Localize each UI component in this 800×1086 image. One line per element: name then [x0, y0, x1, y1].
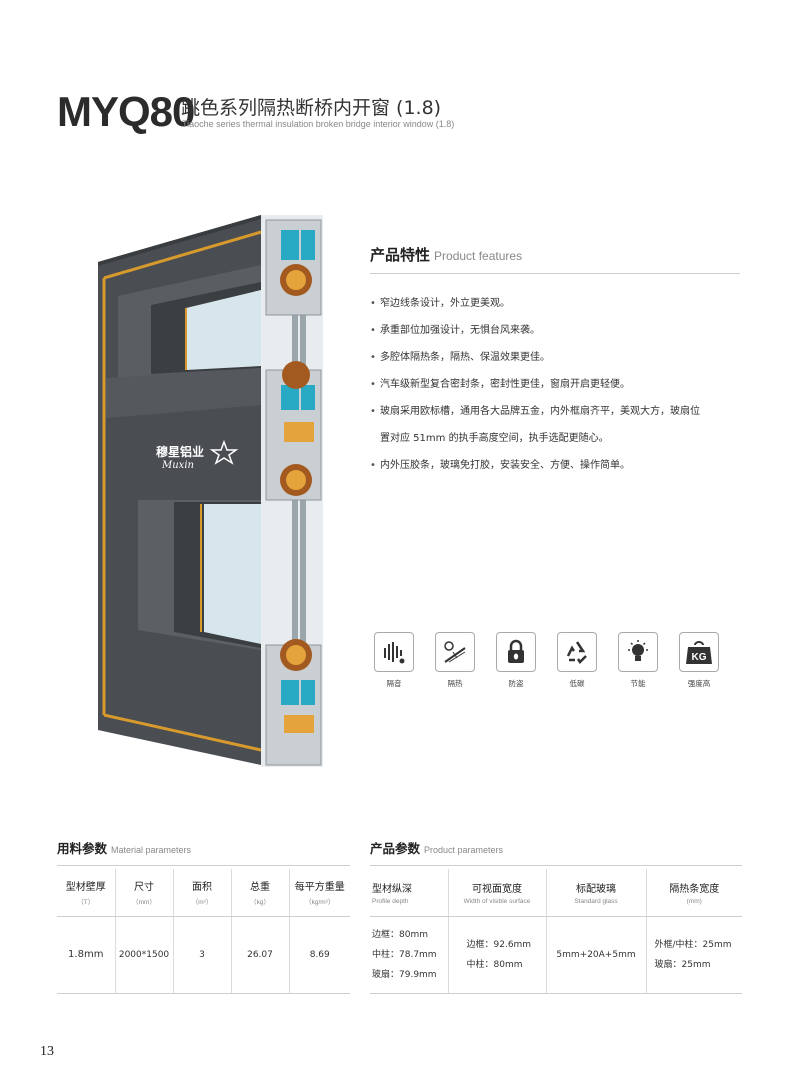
icon-label: 防盗 — [508, 679, 524, 688]
feature-item: 多腔体隔热条，隔热、保温效果更佳。 — [370, 344, 750, 371]
material-params-title-en: Material parameters — [111, 845, 192, 855]
heat-insulation-icon — [435, 632, 475, 672]
icon-label: 隔音 — [386, 679, 402, 688]
table-cell: 8.69 — [289, 916, 350, 994]
feature-item-continuation: 置对应 51mm 的执手高度空间，执手选配更随心。 — [380, 433, 609, 444]
product-title-en: Tiaoche series thermal insulation broken… — [182, 119, 455, 129]
product-params-title-en: Product parameters — [424, 845, 504, 855]
svg-text:Muxin: Muxin — [161, 460, 194, 471]
soundproof-icon — [374, 632, 414, 672]
table-row: 边框：80mm 中柱：78.7mm 玻扇：79.9mm 边框：92.6mm 中柱… — [370, 916, 742, 994]
table-cell: 1.8mm — [57, 916, 116, 994]
table-header-cell: 每平方重量（kg/m²） — [289, 869, 350, 917]
feature-item: 玻扇采用欧标槽，通用各大品牌五金，内外框扇齐平，美观大方，玻扇位 — [370, 398, 750, 425]
feature-item: 窄边线条设计，外立更美观。 — [370, 290, 750, 317]
features-title: 产品特性 — [370, 246, 431, 264]
table-row: 1.8mm 2000*1500 3 26.07 8.69 — [57, 916, 350, 994]
icon-label: 隔热 — [447, 679, 463, 688]
model-number: MYQ80 — [57, 88, 195, 135]
product-title: 跳色系列隔热断桥内开窗 (1.8) — [181, 97, 442, 119]
table-cell: 3 — [173, 916, 232, 994]
energy-saving-icon — [618, 632, 658, 672]
svg-text:KG: KG — [692, 652, 707, 663]
material-params-table: 型材壁厚（T） 尺寸（mm） 面积（m²） 总重（kg） 每平方重量（kg/m²… — [57, 869, 350, 994]
icon-item-soundproof: 隔音 — [373, 632, 415, 689]
table-header-cell: 尺寸（mm） — [115, 869, 174, 917]
anti-theft-icon — [496, 632, 536, 672]
high-strength-icon: KG — [679, 632, 719, 672]
table-cell: 外框/中柱：25mm 玻扇：25mm — [646, 916, 742, 994]
icon-item-high-strength: KG 强度高 — [678, 632, 720, 689]
table-cell: 26.07 — [231, 916, 290, 994]
icon-item-low-carbon: 低碳 — [556, 632, 598, 689]
features-title-en: Product features — [434, 249, 523, 263]
product-params-title: 产品参数 — [370, 841, 421, 856]
icon-label: 低碳 — [569, 679, 585, 688]
feature-item: 承重部位加强设计，无惧台风来袭。 — [370, 317, 750, 344]
feature-item: 内外压胶条，玻璃免打胶，安装安全、方便、操作简单。 — [370, 452, 750, 479]
table-header-row: 型材壁厚（T） 尺寸（mm） 面积（m²） 总重（kg） 每平方重量（kg/m²… — [57, 869, 350, 917]
window-profile-image: 穆星铝业 Muxin — [98, 215, 323, 767]
table-header-cell: 面积（m²） — [173, 869, 232, 917]
icon-item-anti-theft: 防盗 — [495, 632, 537, 689]
svg-text:穆星铝业: 穆星铝业 — [156, 444, 204, 459]
icon-label: 强度高 — [687, 679, 711, 688]
table-cell: 5mm+20A+5mm — [546, 916, 647, 994]
material-params-title: 用料参数 — [57, 841, 108, 856]
feature-icons: 隔音 隔热 防盗 — [373, 632, 720, 689]
feature-item: 汽车级新型复合密封条，密封性更佳，窗扇开启更轻便。 — [370, 371, 750, 398]
icon-item-energy-saving: 节能 — [617, 632, 659, 689]
low-carbon-icon — [557, 632, 597, 672]
icon-item-heat-insulation: 隔热 — [434, 632, 476, 689]
features-list: 窄边线条设计，外立更美观。 承重部位加强设计，无惧台风来袭。 多腔体隔热条，隔热… — [370, 290, 750, 479]
table-header-cell: 总重（kg） — [231, 869, 290, 917]
brand-logo: 穆星铝业 Muxin — [156, 439, 239, 471]
table-cell: 2000*1500 — [115, 916, 174, 994]
page-number: 13 — [40, 1044, 54, 1059]
table-header-cell: 隔热条宽度(mm) — [646, 869, 742, 917]
table-header-cell: 型材壁厚（T） — [57, 869, 116, 917]
table-cell: 边框：92.6mm 中柱：80mm — [448, 916, 547, 994]
table-cell: 边框：80mm 中柱：78.7mm 玻扇：79.9mm — [370, 916, 449, 994]
icon-label: 节能 — [630, 679, 646, 688]
